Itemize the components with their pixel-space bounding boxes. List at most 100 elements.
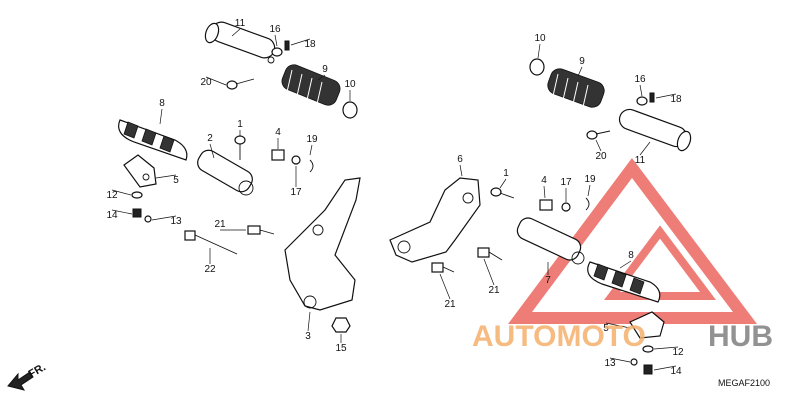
- callout-c12b: 12: [672, 347, 684, 358]
- pin-upper-left: [204, 21, 276, 64]
- callout-c10b: 10: [534, 33, 546, 44]
- callout-c21b: 21: [444, 299, 456, 310]
- leader-line-c16b: [639, 84, 643, 97]
- leader-line-c20a: [205, 76, 227, 86]
- callout-c17b: 17: [560, 177, 572, 188]
- leader-line-c12b: [653, 346, 679, 350]
- callout-c5b: 5: [603, 323, 609, 334]
- leader-line-c11a: [231, 28, 241, 37]
- spring-left: [271, 149, 285, 161]
- callout-c18a: 18: [304, 39, 316, 50]
- leader-line-c10b: [537, 43, 541, 59]
- leader-line-c19a: [309, 144, 313, 156]
- leader-line-c20b: [595, 139, 602, 152]
- bolt-left-14: [132, 208, 152, 223]
- clip-left-19: [309, 159, 314, 173]
- washer-upper-left: [271, 40, 290, 57]
- callout-c16a: 16: [269, 24, 281, 35]
- callout-c20a: 20: [200, 77, 212, 88]
- leader-line-c13a: [151, 215, 177, 221]
- pin-right: [618, 108, 692, 152]
- clip-right-19: [585, 197, 590, 211]
- callout-c11b: 11: [635, 155, 646, 166]
- diagram-code: MEGAF2100: [718, 378, 770, 388]
- pin-right-1: [490, 187, 515, 199]
- callout-c16b: 16: [634, 74, 646, 85]
- footpeg-bracket-right: [516, 217, 585, 265]
- bolt-left-22: [184, 230, 238, 255]
- callout-c8b: 8: [628, 250, 634, 261]
- leader-line-c2: [209, 143, 215, 159]
- callout-c21a: 21: [214, 219, 226, 230]
- washer-right-13: [630, 358, 638, 366]
- washer-left-17: [291, 155, 301, 165]
- washer-right-17: [561, 202, 571, 212]
- callout-c12a: 12: [106, 190, 118, 201]
- callout-c4a: 4: [275, 127, 281, 138]
- callout-c21c: 21: [488, 285, 500, 296]
- leader-line-c21c: [483, 258, 495, 286]
- callout-c19b: 19: [584, 174, 596, 185]
- callout-c18b: 18: [670, 94, 682, 105]
- leader-line-c13b: [609, 357, 631, 363]
- washer-right-16: [636, 96, 648, 106]
- callout-c3: 3: [305, 331, 311, 342]
- leader-line-c18b: [655, 93, 677, 99]
- callout-c1a: 1: [237, 119, 243, 130]
- callout-c2: 2: [207, 133, 213, 144]
- cotter-right-18: [649, 92, 655, 103]
- leader-line-c1b: [499, 178, 507, 189]
- leader-line-c14a: [111, 209, 133, 215]
- leader-line-c8a: [159, 108, 163, 125]
- callout-c15: 15: [335, 343, 347, 354]
- callout-c7: 7: [545, 275, 551, 286]
- callout-c14b: 14: [670, 366, 682, 377]
- leader-line-c4b: [543, 185, 546, 199]
- callout-c13a: 13: [170, 216, 182, 227]
- bolt-right-14: [643, 364, 653, 375]
- leader-line-c16a: [274, 34, 278, 47]
- leader-line-c18a: [290, 38, 311, 46]
- callout-c19a: 19: [306, 134, 318, 145]
- watermark-text-hub: HUB: [708, 320, 773, 353]
- nut-left-15: [331, 317, 351, 333]
- leader-line-c5a: [155, 174, 177, 179]
- leader-line-c8b: [619, 260, 632, 269]
- nut-right-12: [642, 345, 654, 353]
- washer-right: [529, 58, 545, 76]
- callout-c4b: 4: [541, 175, 547, 186]
- spring-right: [539, 199, 553, 211]
- bolt-left-21: [247, 225, 275, 235]
- leader-line-c19b: [587, 184, 591, 197]
- callout-c6: 6: [457, 154, 463, 165]
- front-direction-indicator: FR.: [7, 361, 48, 391]
- main-bracket-left: [284, 177, 361, 311]
- nut-left-12: [131, 191, 143, 199]
- callout-c22: 22: [204, 264, 216, 275]
- footpeg-bracket-left: [197, 149, 254, 196]
- bolt-right-20: [586, 130, 611, 140]
- leader-line-c12a: [111, 189, 132, 196]
- bolt-right-21b: [477, 247, 503, 261]
- callout-c11a: 11: [235, 18, 246, 29]
- leader-line-c5b: [605, 322, 631, 329]
- washer-left: [342, 101, 358, 119]
- bolt-upper-left: [226, 78, 255, 90]
- leader-line-c9b: [577, 66, 583, 77]
- front-direction-label: FR.: [27, 361, 48, 380]
- leader-line-c21b: [439, 273, 451, 300]
- callout-c10a: 10: [344, 79, 356, 90]
- footpeg-right: [587, 261, 661, 303]
- footpeg-rubber-upper-left: [281, 64, 341, 106]
- leader-line-c9a: [317, 74, 326, 81]
- callout-c9a: 9: [322, 64, 328, 75]
- leader-line-c11b: [639, 141, 651, 156]
- callout-c13b: 13: [604, 358, 616, 369]
- bracket-right: [629, 311, 665, 339]
- pin-left-1: [234, 135, 246, 160]
- leader-line-c14b: [653, 365, 677, 371]
- callout-c8a: 8: [159, 98, 165, 109]
- bolt-right-21a: [431, 262, 455, 273]
- footpeg-left: [118, 119, 188, 161]
